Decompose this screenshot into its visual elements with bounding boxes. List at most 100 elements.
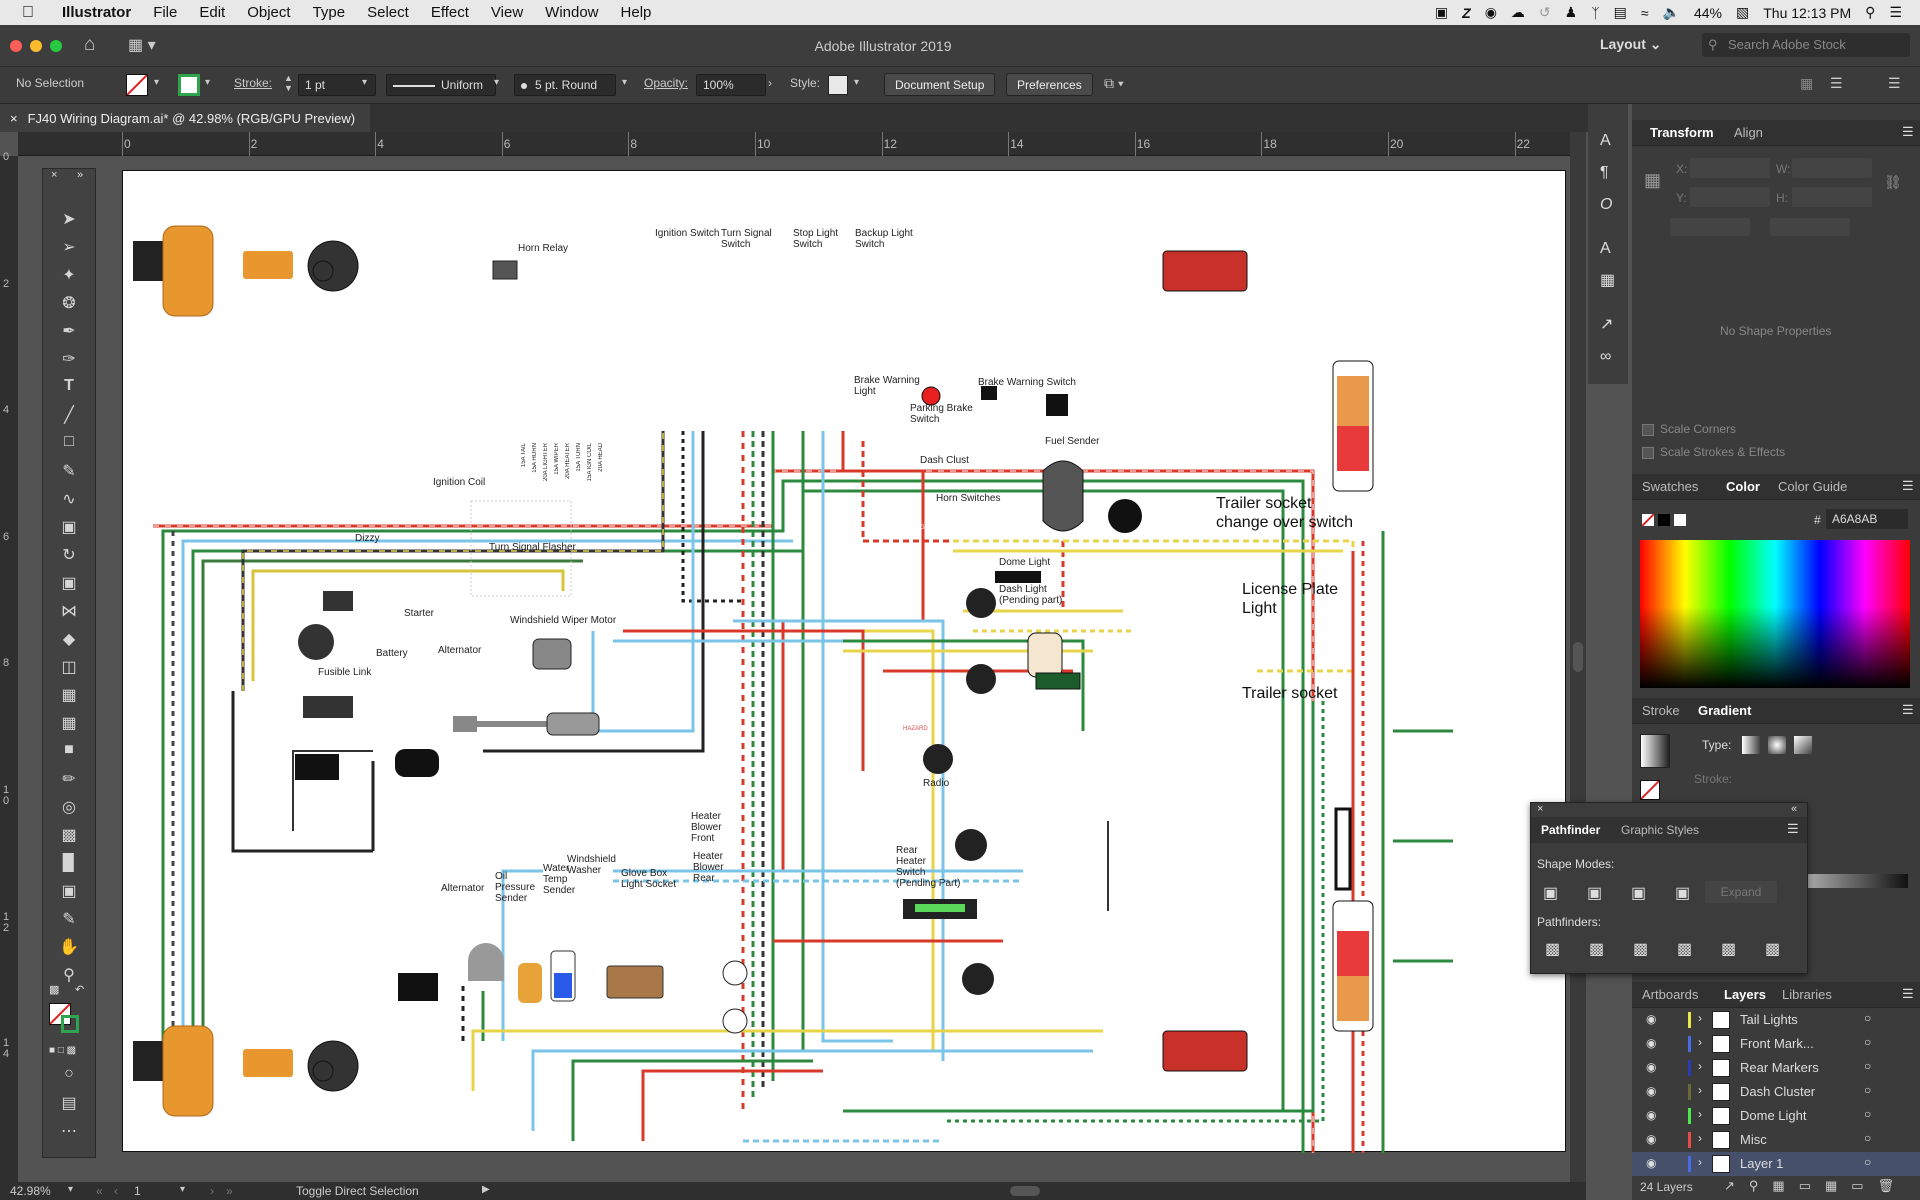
artboard-nav-prev-icon[interactable]: ‹	[114, 1184, 118, 1198]
visibility-eye-icon[interactable]: ◉	[1646, 1012, 1657, 1026]
clock[interactable]: Thu 12:13 PM	[1763, 4, 1852, 21]
crop-icon[interactable]: ▩	[1677, 941, 1693, 958]
notification-center-icon[interactable]: ☰	[1889, 4, 1902, 20]
scale-strokes-checkbox[interactable]	[1642, 447, 1654, 459]
style-swatch[interactable]	[828, 75, 848, 95]
draw-mode-icon[interactable]: ○	[64, 1065, 74, 1082]
image-trace-icon[interactable]: ▦	[1600, 272, 1616, 289]
tab-stroke[interactable]: Stroke	[1642, 703, 1680, 718]
layer-target-icon[interactable]: ○	[1864, 1131, 1872, 1145]
status-display-icon[interactable]: ▤	[1613, 4, 1627, 20]
gradient-none-swatch[interactable]	[1640, 780, 1660, 800]
tab-align[interactable]: Align	[1734, 125, 1763, 140]
minus-back-icon[interactable]: ▩	[1765, 941, 1781, 958]
menu-view[interactable]: View	[490, 4, 524, 21]
visibility-eye-icon[interactable]: ◉	[1646, 1060, 1657, 1074]
eraser-tool-icon[interactable]: ▣	[61, 519, 77, 536]
reference-point-icon[interactable]: ▦	[1644, 170, 1662, 190]
color-spectrum-picker[interactable]	[1640, 540, 1910, 688]
minus-front-icon[interactable]: ▣	[1587, 885, 1603, 902]
menu-file[interactable]: File	[153, 4, 178, 21]
expand-layer-chevron-icon[interactable]: ›	[1698, 1083, 1702, 1097]
divide-icon[interactable]: ▩	[1545, 941, 1561, 958]
expand-layer-chevron-icon[interactable]: ›	[1698, 1155, 1702, 1169]
visibility-eye-icon[interactable]: ◉	[1646, 1036, 1657, 1050]
close-tab-icon[interactable]: ×	[10, 111, 18, 126]
panel-menu-icon[interactable]: ☰	[1902, 124, 1914, 139]
volume-icon[interactable]: 🔈	[1662, 4, 1680, 20]
selection-tool-icon[interactable]: ➤	[62, 211, 76, 228]
arrange-documents-icon[interactable]: ▦ ▾	[128, 37, 156, 54]
opentype-panel-icon[interactable]: O	[1600, 196, 1613, 213]
layer-target-icon[interactable]: ○	[1864, 1155, 1872, 1169]
layer-target-icon[interactable]: ○	[1864, 1107, 1872, 1121]
links-panel-icon[interactable]: ∞	[1600, 348, 1612, 365]
line-segment-tool-icon[interactable]: ╱	[64, 407, 74, 424]
outline-icon[interactable]: ▩	[1721, 941, 1737, 958]
status-creative-cloud-icon[interactable]: ◉	[1484, 4, 1497, 20]
visibility-eye-icon[interactable]: ◉	[1646, 1132, 1657, 1146]
status-sync-icon[interactable]: ↺	[1538, 4, 1551, 20]
layer-row[interactable]: ◉›Rear Markers○	[1632, 1056, 1920, 1080]
artboard-nav-next-icon[interactable]: ›	[210, 1184, 214, 1198]
layer-row[interactable]: ◉›Dome Light○	[1632, 1104, 1920, 1128]
status-person-icon[interactable]: ♟	[1564, 4, 1578, 20]
apple-menu-icon[interactable]: 	[22, 4, 42, 22]
paragraph-panel-icon[interactable]: ¶	[1600, 164, 1609, 181]
paintbrush-tool-icon[interactable]: ✎	[62, 463, 76, 480]
brush-definition[interactable]: 5 pt. Round	[514, 74, 616, 96]
intersect-icon[interactable]: ▣	[1631, 885, 1647, 902]
gradient-preview-swatch[interactable]	[1640, 734, 1670, 768]
width-tool-icon[interactable]: ⋈	[61, 603, 77, 620]
artboard-nav-last-icon[interactable]: »	[226, 1184, 233, 1198]
stroke-label[interactable]: Stroke:	[234, 76, 273, 90]
shaper-tool-icon[interactable]: ∿	[62, 491, 76, 508]
expand-layer-chevron-icon[interactable]: ›	[1698, 1011, 1702, 1025]
stroke-color-indicator[interactable]	[61, 1015, 79, 1033]
profile-chevron-icon[interactable]: ▾	[494, 77, 500, 88]
zoom-window-button[interactable]	[50, 40, 62, 52]
pathfinder-collapse-icon[interactable]: «	[1791, 803, 1798, 815]
y-field[interactable]	[1690, 187, 1770, 207]
opacity-field[interactable]: 100%	[696, 74, 766, 96]
none-swatch[interactable]	[1641, 513, 1655, 527]
trim-icon[interactable]: ▩	[1589, 941, 1605, 958]
layer-row[interactable]: ◉›Dash Cluster○	[1632, 1080, 1920, 1104]
expand-layer-chevron-icon[interactable]: ›	[1698, 1059, 1702, 1073]
bluetooth-icon[interactable]: ᛉ	[1591, 4, 1600, 21]
opacity-label[interactable]: Opacity:	[644, 76, 689, 90]
tab-color[interactable]: Color	[1726, 479, 1760, 494]
menu-effect[interactable]: Effect	[430, 4, 469, 21]
curvature-tool-icon[interactable]: ✑	[62, 351, 76, 368]
layer-target-icon[interactable]: ○	[1864, 1083, 1872, 1097]
minimize-window-button[interactable]	[30, 40, 42, 52]
stroke-weight-chevron-icon[interactable]: ▾	[362, 77, 368, 88]
artboard-number[interactable]: 1	[134, 1184, 141, 1198]
mesh-tool-icon[interactable]: ▦	[61, 715, 77, 732]
color-panel-menu-icon[interactable]: ☰	[1902, 478, 1914, 493]
layer-row[interactable]: ◉›Tail Lights○	[1632, 1008, 1920, 1032]
magic-wand-tool-icon[interactable]: ✦	[62, 267, 76, 284]
stroke-swatch[interactable]	[178, 74, 200, 96]
free-transform-tool-icon[interactable]: ◫	[61, 659, 77, 676]
edit-toolbar-icon[interactable]: ⋯	[61, 1123, 77, 1140]
shear-field[interactable]	[1770, 218, 1850, 236]
layer-row[interactable]: ◉›Layer 1○	[1632, 1152, 1920, 1176]
layer-row[interactable]: ◉›Misc○	[1632, 1128, 1920, 1152]
character-panel-icon[interactable]: A	[1600, 132, 1611, 149]
perspective-grid-tool-icon[interactable]: ▦	[61, 687, 77, 704]
rectangle-tool-icon[interactable]: □	[64, 433, 74, 450]
battery-percent[interactable]: 44%	[1693, 4, 1722, 21]
status-app-icon[interactable]: ▣	[1434, 4, 1449, 20]
variable-width-profile[interactable]: Uniform	[386, 74, 496, 96]
document-setup-button[interactable]: Document Setup	[884, 73, 996, 96]
menu-help[interactable]: Help	[620, 4, 652, 21]
menu-edit[interactable]: Edit	[199, 4, 226, 21]
status-z-icon[interactable]: Z	[1462, 4, 1471, 21]
close-window-button[interactable]	[10, 40, 22, 52]
home-icon[interactable]: ⌂	[84, 34, 96, 55]
stroke-weight-field[interactable]: 1 pt	[298, 74, 376, 96]
lasso-tool-icon[interactable]: ❂	[62, 295, 76, 312]
transform-icon[interactable]: ☰	[1830, 75, 1843, 91]
rotate-tool-icon[interactable]: ↻	[62, 547, 76, 564]
